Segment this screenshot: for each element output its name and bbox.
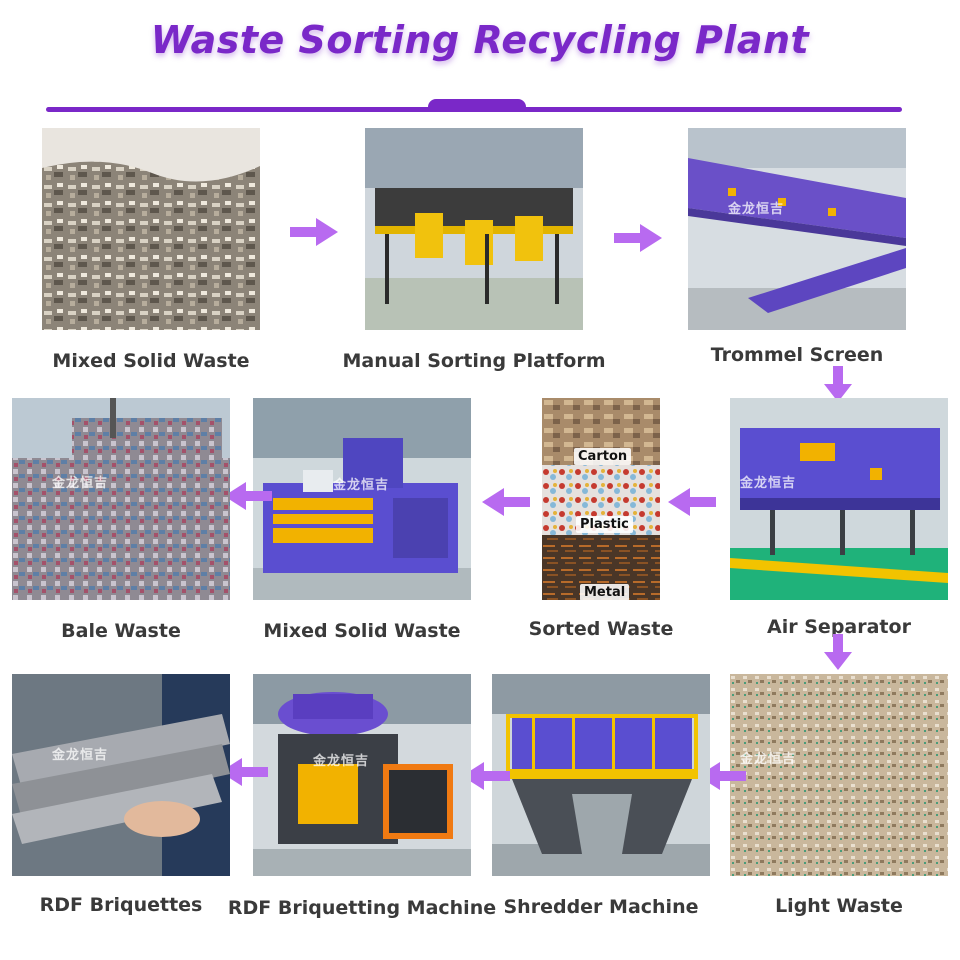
sorted-tag-carton: Carton bbox=[574, 448, 632, 465]
page-title: Waste Sorting Recycling Plant bbox=[150, 18, 810, 62]
watermark: 金龙恒吉 bbox=[740, 752, 797, 767]
sorted-tag-plastic: Plastic bbox=[576, 516, 633, 533]
step-label: Air Separator bbox=[767, 616, 911, 638]
photo-mixed-solid-waste bbox=[42, 128, 260, 330]
arrow-left-icon bbox=[478, 482, 534, 522]
arrow-down-icon bbox=[818, 632, 858, 672]
step-label: Light Waste bbox=[775, 895, 903, 917]
arrow-left-icon bbox=[664, 482, 720, 522]
arrow-right-icon bbox=[610, 218, 666, 258]
step-label: Mixed Solid Waste bbox=[263, 620, 461, 642]
watermark: 金龙恒吉 bbox=[333, 478, 390, 493]
photo-bale-waste: 金龙恒吉 bbox=[12, 398, 230, 600]
photo-shredder-machine bbox=[492, 674, 710, 876]
photo-air-separator: 金龙恒吉 bbox=[730, 398, 948, 600]
photo-trommel-screen: 金龙恒吉 bbox=[688, 128, 906, 330]
photo-sorted-waste: Carton Plastic Metal bbox=[542, 398, 660, 600]
photo-light-waste: 金龙恒吉 bbox=[730, 674, 948, 876]
step-label: Sorted Waste bbox=[528, 618, 674, 640]
sorted-tag-metal: Metal bbox=[580, 584, 630, 600]
photo-manual-sorting-platform bbox=[365, 128, 583, 330]
photo-rdf-briquetting-machine: 金龙恒吉 bbox=[253, 674, 471, 876]
step-label: Mixed Solid Waste bbox=[52, 350, 250, 372]
arrow-left-icon bbox=[694, 756, 750, 796]
arrow-left-icon bbox=[458, 756, 514, 796]
watermark: 金龙恒吉 bbox=[52, 476, 109, 491]
arrow-right-icon bbox=[286, 212, 342, 252]
step-label: Shredder Machine bbox=[503, 896, 699, 918]
watermark: 金龙恒吉 bbox=[313, 754, 370, 769]
step-label: RDF Briquettes bbox=[39, 894, 203, 916]
watermark: 金龙恒吉 bbox=[740, 476, 797, 491]
arrow-left-icon bbox=[220, 476, 276, 516]
photo-baler-machine: 金龙恒吉 bbox=[253, 398, 471, 600]
title-rule bbox=[46, 107, 902, 112]
watermark: 金龙恒吉 bbox=[52, 748, 109, 763]
photo-rdf-briquettes: 金龙恒吉 bbox=[12, 674, 230, 876]
step-label: RDF Briquetting Machine bbox=[227, 897, 497, 919]
watermark: 金龙恒吉 bbox=[728, 202, 785, 217]
arrow-left-icon bbox=[216, 752, 272, 792]
step-label: Manual Sorting Platform bbox=[342, 350, 606, 372]
arrow-down-icon bbox=[818, 364, 858, 404]
step-label: Trommel Screen bbox=[710, 344, 884, 366]
step-label: Bale Waste bbox=[61, 620, 181, 642]
